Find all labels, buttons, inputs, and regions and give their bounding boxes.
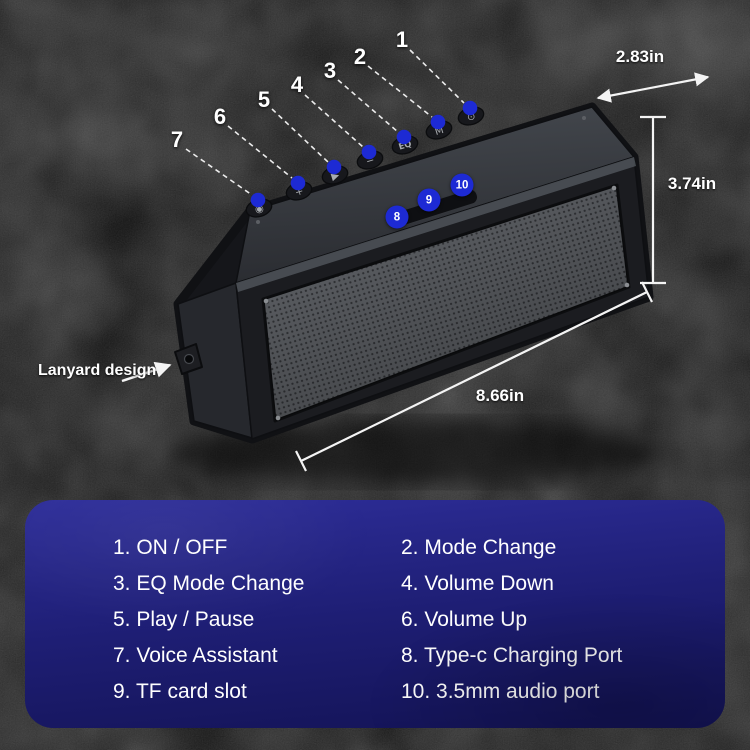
port-callout-10: 10: [450, 173, 474, 197]
width-dimension-arrow: [596, 72, 710, 103]
legend-item-2: 2. Mode Change: [401, 536, 557, 559]
speaker-front-bevel: [236, 157, 636, 292]
callout-number-7: 7: [170, 127, 184, 152]
legend-item-9: 9. TF card slot: [113, 680, 247, 703]
legend-item-8: 8. Type-c Charging Port: [401, 644, 623, 667]
speaker-shadow: [170, 420, 660, 484]
dimension-width-label: 2.83in: [615, 47, 665, 66]
dimension-lines: [121, 72, 710, 472]
callout-number-3: 3: [323, 58, 337, 83]
button-glyphs: ◉ + ▶ − EQ M ⊙: [254, 111, 477, 216]
lanyard-design-label: Lanyard design: [38, 362, 157, 379]
callout-number-1: 1: [395, 27, 409, 52]
speaker-grille-shading: [263, 185, 629, 421]
mode-icon: M: [434, 125, 445, 138]
callout-lines: [185, 49, 465, 196]
power-icon: ⊙: [466, 111, 477, 124]
callout-dots: [250, 100, 478, 208]
legend-item-10: 10. 3.5mm audio port: [401, 680, 600, 703]
play-pause-icon: ▶: [330, 170, 341, 183]
callout-number-6: 6: [213, 104, 227, 129]
volume-down-icon: −: [365, 155, 376, 168]
legend-grid: 1. ON / OFF 2. Mode Change 3. EQ Mode Ch…: [25, 500, 725, 704]
legend-item-5: 5. Play / Pause: [113, 608, 255, 631]
legend-item-7: 7. Voice Assistant: [113, 644, 278, 667]
lanyard-arrow: [121, 361, 172, 383]
legend-panel: 1. ON / OFF 2. Mode Change 3. EQ Mode Ch…: [25, 500, 725, 728]
port-callout-8: 8: [385, 205, 409, 229]
port-callout-9: 9: [417, 188, 441, 212]
length-dimension-line: [295, 281, 653, 472]
dimension-length-label: 8.66in: [475, 386, 525, 405]
legend-item-3: 3. EQ Mode Change: [113, 572, 305, 595]
legend-item-4: 4. Volume Down: [401, 572, 554, 595]
voice-assistant-icon: ◉: [254, 203, 266, 216]
callout-number-5: 5: [257, 87, 271, 112]
legend-item-1: 1. ON / OFF: [113, 536, 228, 559]
volume-up-icon: +: [294, 186, 305, 199]
callout-number-2: 2: [353, 44, 367, 69]
grille-screws: [263, 185, 630, 421]
height-dimension-line: [640, 115, 666, 285]
dimension-height-label: 3.74in: [667, 174, 717, 193]
callout-number-4: 4: [290, 72, 304, 97]
lanyard-hole: [174, 343, 203, 375]
top-screws: [256, 116, 586, 224]
legend-item-6: 6. Volume Up: [401, 608, 528, 631]
